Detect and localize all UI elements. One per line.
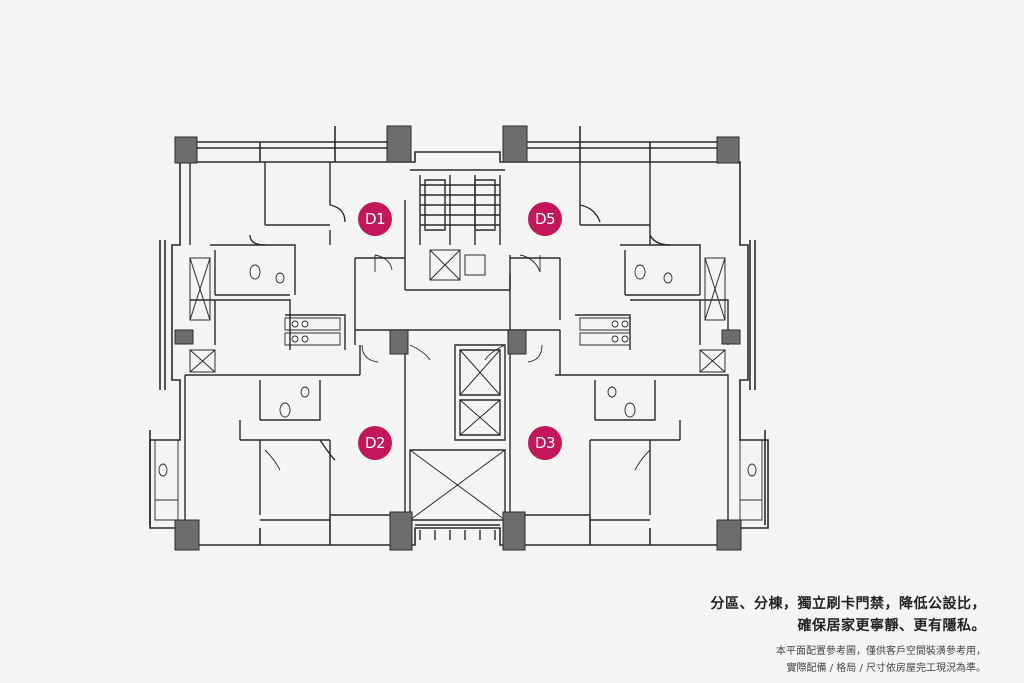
unit-label-d2: D2 xyxy=(358,426,392,460)
unit-label-d5: D5 xyxy=(528,202,562,236)
caption-note-2: 實際配備 / 格局 / 尺寸依房屋完工現況為準。 xyxy=(786,663,986,674)
caption-block: 分區、分棟，獨立刷卡門禁，降低公設比， 確保居家更寧靜、更有隱私。 本平面配置參… xyxy=(711,593,987,677)
unit-label-d1: D1 xyxy=(358,202,392,236)
caption-note-1: 本平面配置參考圖，僅供客戶空間裝潢參考用， xyxy=(776,646,986,657)
caption-headline-1: 分區、分棟，獨立刷卡門禁，降低公設比， xyxy=(710,596,986,612)
unit-label-d3: D3 xyxy=(528,426,562,460)
caption-headline-2: 確保居家更寧靜、更有隱私。 xyxy=(797,618,986,634)
